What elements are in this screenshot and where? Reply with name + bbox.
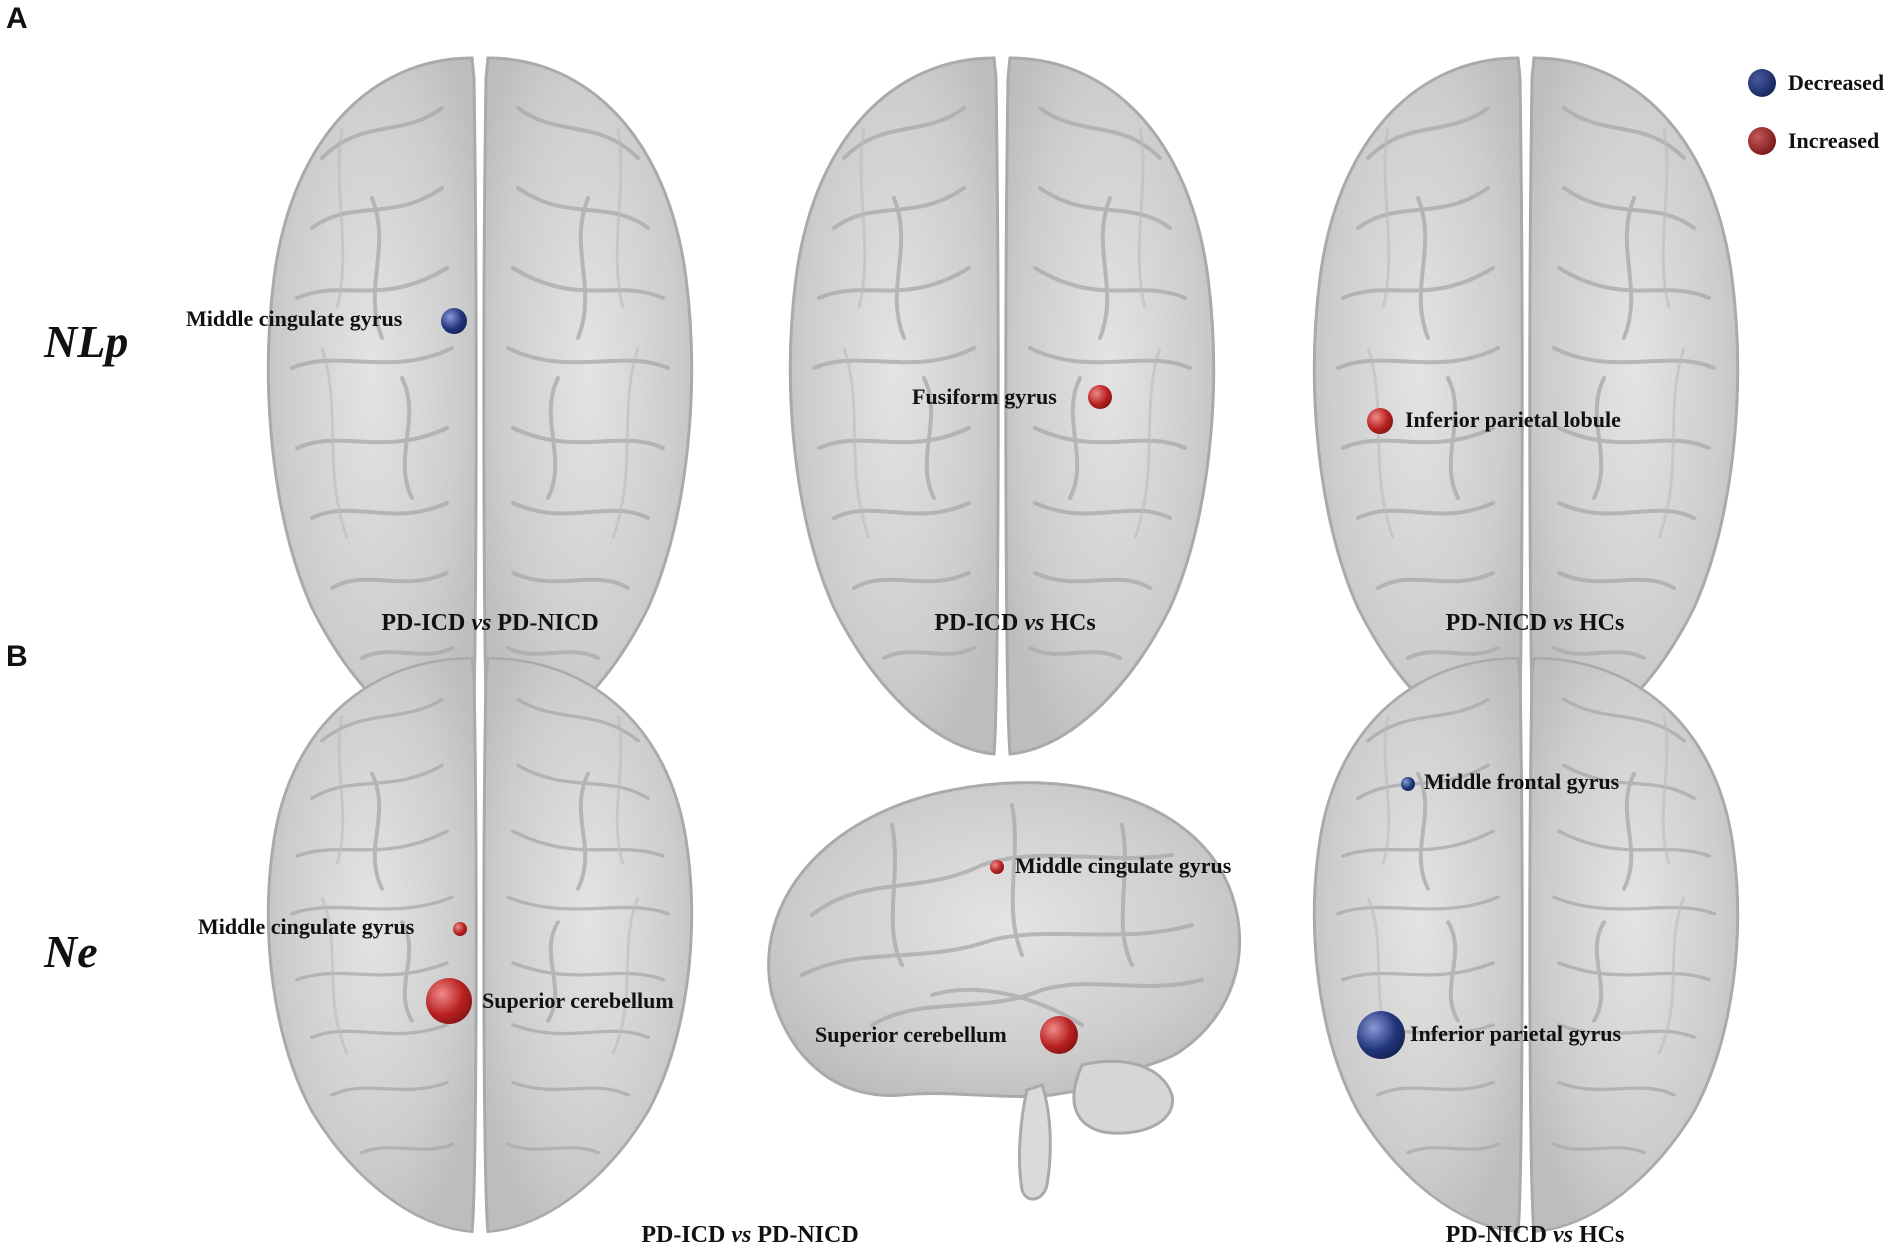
label-middle-cingulate-gyrus: Middle cingulate gyrus <box>198 914 415 939</box>
label-middle-cingulate-gyrus: Middle cingulate gyrus <box>186 306 403 331</box>
caption-b2: PD-NICD vs HCs <box>1445 1222 1625 1248</box>
node-decreased <box>1357 1011 1405 1059</box>
node-increased <box>426 978 472 1024</box>
node-decreased <box>441 308 467 334</box>
node-increased <box>1040 1016 1078 1054</box>
node-decreased <box>1401 777 1415 791</box>
caption-a2: PD-ICD vs HCs <box>934 610 1096 636</box>
brain-axial-b3 <box>1312 656 1740 1234</box>
legend-decreased-swatch <box>1748 69 1776 97</box>
panel-letter-b: B <box>6 640 28 673</box>
legend-decreased: Decreased <box>1748 69 1884 97</box>
caption-a3: PD-NICD vs HCs <box>1445 610 1625 636</box>
node-increased <box>1088 385 1112 409</box>
panel-letter-a: A <box>6 2 28 35</box>
legend-increased: Increased <box>1748 127 1879 155</box>
brain-sagittal-b2 <box>766 780 1242 1202</box>
label-superior-cerebellum: Superior cerebellum <box>482 988 674 1013</box>
node-increased <box>453 922 467 936</box>
row-label-ne: Ne <box>44 926 98 977</box>
row-label-nlp: NLp <box>44 316 129 367</box>
label-inferior-parietal-lobule: Inferior parietal lobule <box>1405 407 1621 432</box>
label-inferior-parietal-gyrus: Inferior parietal gyrus <box>1410 1021 1622 1046</box>
label-fusiform-gyrus: Fusiform gyrus <box>912 384 1057 409</box>
node-increased <box>1367 408 1393 434</box>
node-increased <box>990 860 1004 874</box>
legend-increased-label: Increased <box>1788 128 1880 153</box>
label-superior-cerebellum-sagittal: Superior cerebellum <box>815 1022 1007 1047</box>
caption-b1: PD-ICD vs PD-NICD <box>641 1222 859 1248</box>
label-middle-frontal-gyrus: Middle frontal gyrus <box>1424 769 1620 794</box>
legend-increased-swatch <box>1748 127 1776 155</box>
caption-a1: PD-ICD vs PD-NICD <box>381 610 599 636</box>
brain-axial-b1 <box>266 656 694 1234</box>
label-middle-cingulate-gyrus-sagittal: Middle cingulate gyrus <box>1015 853 1232 878</box>
legend-decreased-label: Decreased <box>1788 70 1885 95</box>
